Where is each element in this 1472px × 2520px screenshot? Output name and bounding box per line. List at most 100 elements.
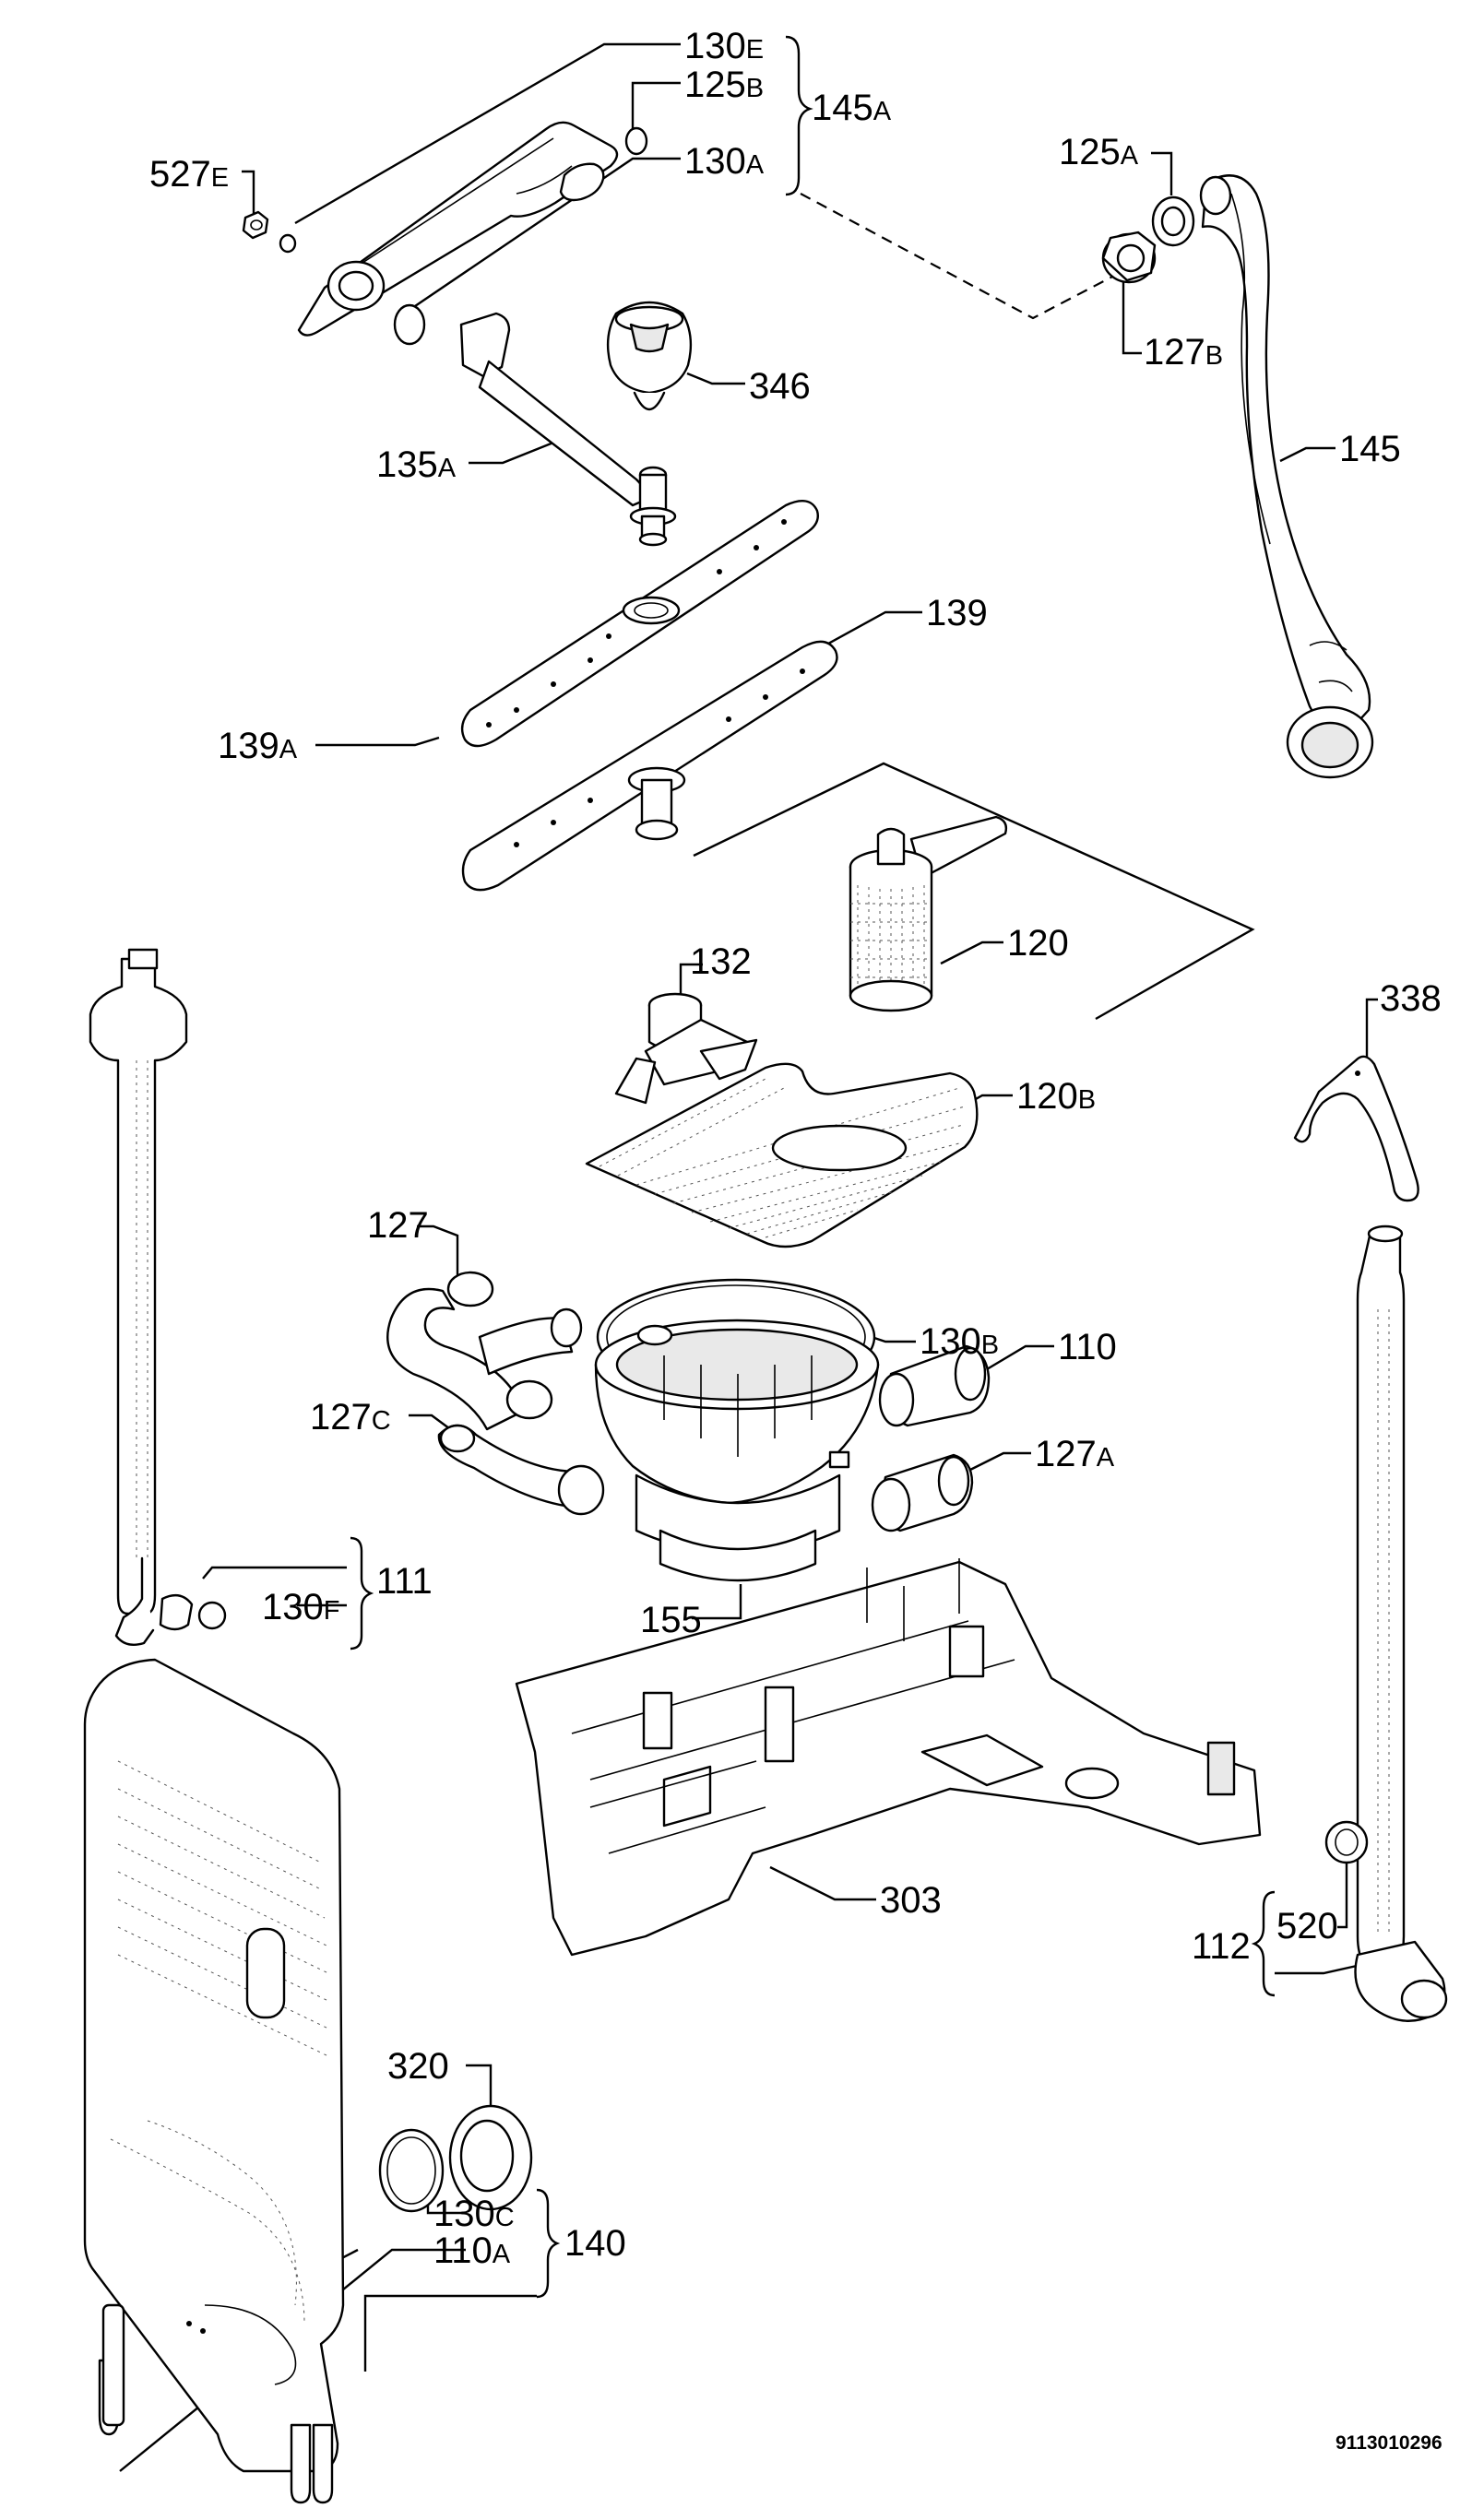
filter-cup-346 xyxy=(606,301,693,411)
label-120b: 120B xyxy=(1016,1076,1096,1117)
label-number: 111 xyxy=(376,1561,433,1602)
label-527e: 527E xyxy=(149,154,229,195)
label-number: 145 xyxy=(812,88,873,128)
label-suffix: E xyxy=(746,35,764,65)
o-ring-130e xyxy=(279,233,297,254)
label-125b: 125B xyxy=(684,65,764,105)
label-number: 145 xyxy=(1339,429,1401,469)
upper-spray-arm-pipe xyxy=(297,121,619,346)
label-number: 127 xyxy=(1144,332,1205,373)
label-127b: 127B xyxy=(1144,332,1223,373)
label-suffix: B xyxy=(746,74,764,103)
label-suffix: A xyxy=(438,454,457,483)
label-number: 127 xyxy=(310,1397,372,1437)
label-135a: 135A xyxy=(376,444,457,485)
sleeve-127a xyxy=(871,1453,974,1532)
heater-hose-111 xyxy=(89,948,188,1646)
label-110: 110 xyxy=(1058,1327,1117,1367)
drawing-code: 9113010296 xyxy=(1335,2432,1442,2454)
label-111: 111 xyxy=(376,1561,433,1602)
label-number: 127 xyxy=(367,1205,429,1246)
label-112: 112 xyxy=(1192,1926,1251,1967)
label-number: 303 xyxy=(880,1880,942,1921)
label-number: 320 xyxy=(387,2046,449,2087)
label-number: 140 xyxy=(564,2223,626,2264)
label-number: 527 xyxy=(149,154,211,195)
label-number: 110 xyxy=(433,2230,493,2271)
label-number: 110 xyxy=(1058,1327,1117,1367)
label-suffix: A xyxy=(1097,1443,1115,1473)
leader-lines xyxy=(119,35,1378,2472)
lower-spray-arm-139 xyxy=(461,640,838,892)
label-130e: 130E xyxy=(684,26,764,66)
label-suffix: A xyxy=(873,97,892,126)
filter-plate-120b xyxy=(585,1062,979,1248)
label-number: 125 xyxy=(684,65,746,105)
label-130c: 130C xyxy=(433,2194,515,2234)
label-520: 520 xyxy=(1276,1906,1338,1946)
part-labels: 130E 125B 130A 145A 527E 125A 127B 346 1… xyxy=(149,26,1442,2454)
pipe-110a xyxy=(101,2303,125,2427)
label-145a: 145A xyxy=(812,88,892,128)
label-suffix: A xyxy=(279,735,298,764)
label-130b: 130B xyxy=(920,1321,999,1362)
label-number: 130 xyxy=(684,26,746,66)
label-145: 145 xyxy=(1339,429,1401,469)
label-346: 346 xyxy=(749,366,811,407)
label-110a: 110A xyxy=(433,2230,511,2271)
hose-127c xyxy=(437,1424,605,1516)
label-suffix: A xyxy=(493,2240,511,2269)
label-338: 338 xyxy=(1380,978,1442,1019)
grommet-125a xyxy=(1151,195,1195,247)
coupling-127b xyxy=(1101,231,1157,284)
label-number: 130 xyxy=(920,1321,981,1362)
hose-127 xyxy=(386,1271,583,1431)
label-number: 120 xyxy=(1016,1076,1078,1117)
label-127: 127 xyxy=(367,1205,429,1246)
upper-spray-arm-139a xyxy=(460,500,819,748)
label-number: 127 xyxy=(1035,1434,1097,1474)
label-suffix: A xyxy=(1121,141,1139,171)
label-number: 155 xyxy=(640,1600,702,1640)
label-127a: 127A xyxy=(1035,1434,1115,1474)
label-125a: 125A xyxy=(1059,132,1139,172)
label-120: 120 xyxy=(1007,923,1069,964)
label-number: 338 xyxy=(1380,978,1442,1019)
label-number: 346 xyxy=(749,366,811,407)
label-number: 125 xyxy=(1059,132,1121,172)
label-suffix: C xyxy=(372,1406,391,1436)
nut-130f xyxy=(159,1593,227,1631)
label-155: 155 xyxy=(640,1600,702,1640)
side-panel-140 xyxy=(83,1658,345,2504)
label-139a: 139A xyxy=(218,726,298,766)
hose-bracket-338 xyxy=(1293,1055,1419,1202)
base-frame-303 xyxy=(515,1558,1262,1957)
circulation-hose-145 xyxy=(1199,174,1374,779)
hose-110 xyxy=(878,1344,991,1427)
label-130f: 130F xyxy=(262,1587,339,1627)
label-number: 132 xyxy=(690,941,752,982)
label-suffix: A xyxy=(746,150,765,180)
label-320: 320 xyxy=(387,2046,449,2087)
label-303: 303 xyxy=(880,1880,942,1921)
label-suffix: B xyxy=(1205,341,1223,371)
label-number: 130 xyxy=(262,1587,324,1627)
gasket-320 xyxy=(448,2104,533,2211)
label-127c: 127C xyxy=(310,1397,391,1437)
label-suffix: B xyxy=(1078,1085,1096,1115)
spray-arm-connector-135a xyxy=(459,312,677,547)
label-number: 135 xyxy=(376,444,438,485)
label-suffix: E xyxy=(211,163,229,193)
label-number: 112 xyxy=(1192,1926,1251,1967)
nut-527e xyxy=(242,210,269,240)
label-suffix: B xyxy=(981,1331,999,1360)
micro-filter-120 xyxy=(849,815,1008,1012)
label-suffix: C xyxy=(495,2203,515,2232)
label-number: 139 xyxy=(218,726,279,766)
label-number: 130 xyxy=(433,2194,495,2234)
label-140: 140 xyxy=(564,2223,626,2264)
sensor-holder-132 xyxy=(614,992,758,1105)
clip-520 xyxy=(1324,1820,1369,1864)
o-ring-125b xyxy=(624,126,648,156)
